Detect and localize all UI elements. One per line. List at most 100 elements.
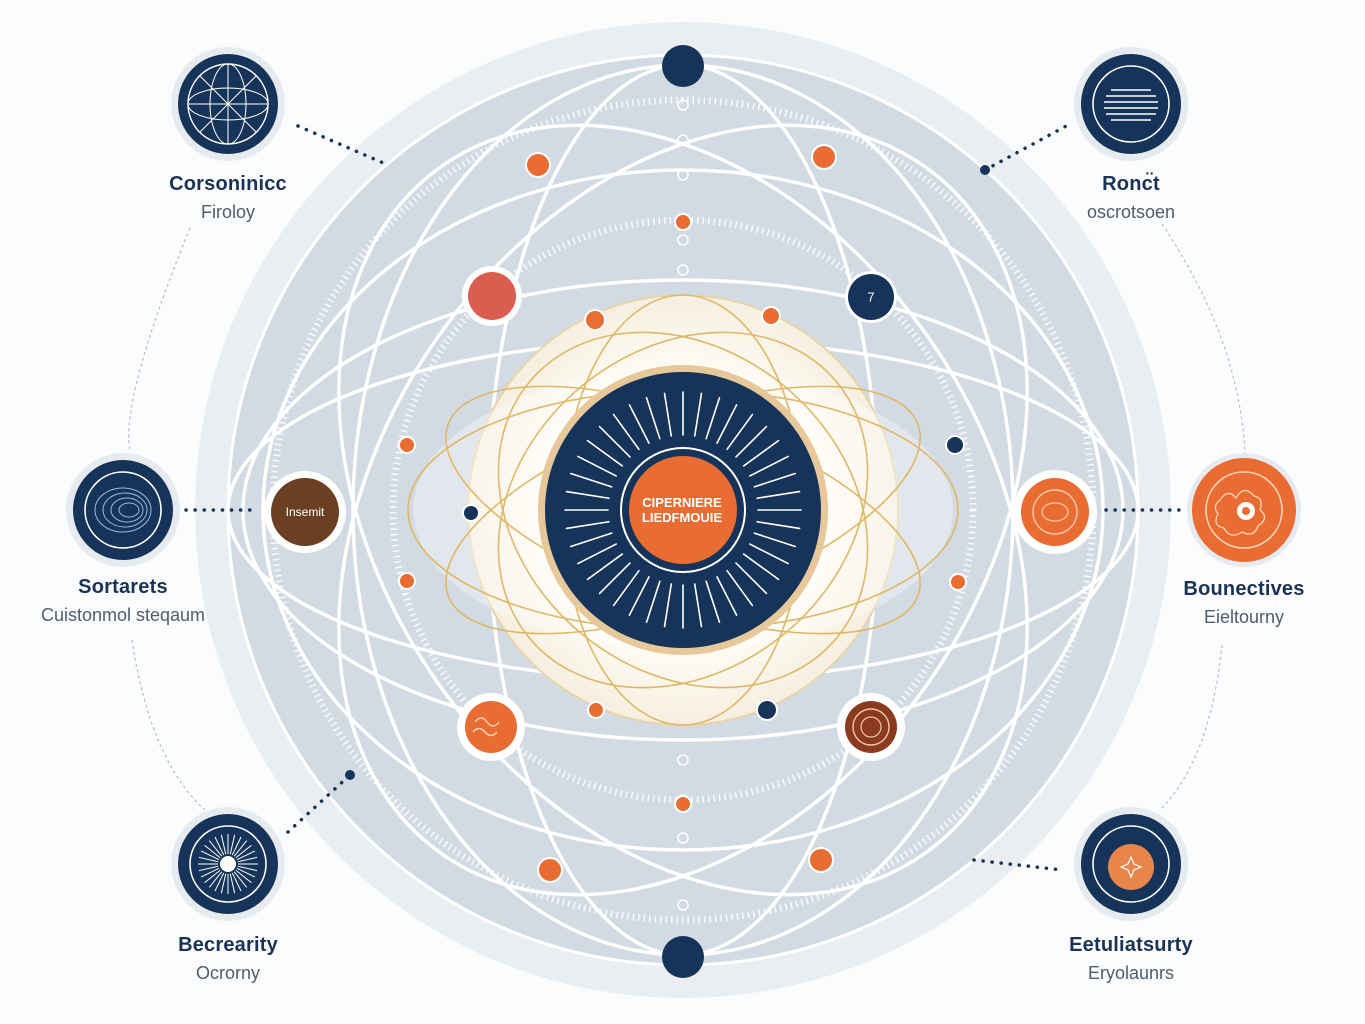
- tick-mark: [586, 439, 624, 467]
- tick-mark: [214, 872, 225, 892]
- tick-mark: [598, 562, 631, 595]
- tick-mark: [235, 844, 252, 859]
- tick-mark: [235, 869, 252, 884]
- organic-pattern-icon: [1187, 453, 1301, 567]
- tick-mark: [716, 576, 738, 616]
- dashed-ring-inner: [389, 216, 977, 804]
- tick-mark: [663, 583, 673, 628]
- tick-mark: [198, 865, 219, 872]
- tick-mark: [229, 873, 236, 894]
- tick-mark: [208, 840, 223, 857]
- tick-mark: [612, 413, 640, 451]
- tick-mark: [693, 392, 703, 437]
- tick-mark: [586, 553, 624, 581]
- pattern-node-left: [457, 693, 525, 761]
- tick-mark: [569, 472, 613, 488]
- tick-mark: [231, 836, 242, 856]
- tick-mark: [753, 472, 797, 488]
- tick-mark: [237, 865, 258, 872]
- group-title: Ronc̈t: [1102, 173, 1160, 195]
- navy-node-number: 7: [867, 289, 875, 305]
- connectors: [184, 123, 1182, 872]
- bottom-pole-node: [662, 936, 704, 978]
- tick-mark: [569, 532, 613, 548]
- tick-mark: [645, 580, 661, 624]
- tick-mark: [716, 404, 738, 444]
- tick-mark: [735, 562, 768, 595]
- tick-mark: [756, 490, 801, 500]
- group-mid-right: Bounectives Eieltourny: [1183, 578, 1304, 628]
- star-icon: [1074, 807, 1188, 921]
- wireframe-sphere-icon: [171, 47, 285, 161]
- group-title: Bounectives: [1183, 578, 1305, 600]
- tick-mark: [237, 856, 258, 863]
- pattern-node-right: [837, 693, 905, 761]
- tick-mark: [756, 520, 801, 530]
- group-subtitle: oscrotsoen: [1086, 202, 1176, 222]
- small-orange-dots: [398, 144, 967, 883]
- tick-mark: [200, 867, 220, 878]
- connector-endpoints: [345, 165, 990, 780]
- tick-mark: [565, 520, 610, 530]
- tick-mark: [236, 867, 256, 878]
- tick-mark: [229, 834, 236, 855]
- brown-node: [264, 471, 346, 553]
- tick-mark: [705, 396, 721, 440]
- tick-mark: [742, 439, 780, 467]
- tick-mark: [598, 425, 631, 458]
- tick-mark: [198, 856, 219, 863]
- center-label: CIPERNIERE LIEDFMOUIE: [642, 495, 722, 525]
- spiral-icon: [66, 453, 180, 567]
- group-subtitle: Eieltourny: [1203, 607, 1285, 627]
- tick-mark: [233, 871, 248, 888]
- group-bottom-left: Becrearity Ocrorny: [178, 934, 278, 984]
- group-subtitle: Eryolaunrs: [1087, 963, 1175, 983]
- center-hub: [538, 365, 828, 655]
- tick-mark: [645, 396, 661, 440]
- tick-mark: [208, 871, 223, 888]
- group-bottom-right: Eetuliatsurty Eryolaunrs: [1069, 934, 1193, 984]
- tick-mark: [220, 834, 227, 855]
- group-title: Sortarets: [78, 576, 168, 598]
- tick-mark: [214, 836, 225, 856]
- tick-mark: [693, 583, 703, 628]
- top-pole-node: [662, 45, 704, 87]
- center-label-line2: LIEDFMOUIE: [641, 510, 723, 525]
- tick-mark: [236, 850, 256, 861]
- tick-mark: [233, 840, 248, 857]
- group-top-right: Ronc̈t oscrotsoen: [1087, 173, 1175, 223]
- striped-sphere-icon: [1074, 47, 1188, 161]
- tick-mark: [231, 872, 242, 892]
- tick-mark: [753, 532, 797, 548]
- tick-mark: [705, 580, 721, 624]
- group-subtitle: Firoloy: [200, 202, 255, 222]
- group-subtitle: Cuistonmol steqaum: [40, 605, 206, 625]
- tick-mark: [612, 569, 640, 607]
- tick-mark: [742, 553, 780, 581]
- group-title: Corsoninicc: [169, 173, 287, 195]
- side-dashed-arcs: [128, 223, 1246, 811]
- tick-mark: [749, 455, 789, 477]
- tick-mark: [726, 569, 754, 607]
- tick-mark: [628, 576, 650, 616]
- red-node: [462, 266, 522, 326]
- tick-mark: [735, 425, 768, 458]
- tick-mark: [220, 873, 227, 894]
- tick-mark: [628, 404, 650, 444]
- group-mid-left: Sortarets Cuistonmol steqaum: [41, 576, 205, 626]
- group-top-left: Corsoninicc Firoloy: [169, 173, 287, 223]
- brown-node-label: Insemit: [285, 505, 325, 519]
- tick-mark: [565, 490, 610, 500]
- group-title: Eetuliatsurty: [1069, 934, 1193, 956]
- tick-mark: [726, 413, 754, 451]
- orange-ring-node: [1013, 470, 1097, 554]
- center-label-line1: CIPERNIERE: [642, 495, 722, 510]
- burst-icon: [171, 807, 285, 921]
- group-subtitle: Ocrorny: [195, 963, 260, 983]
- tick-mark: [577, 455, 617, 477]
- tick-mark: [200, 850, 220, 861]
- tick-mark: [663, 392, 673, 437]
- group-title: Becrearity: [178, 934, 278, 956]
- small-navy-dots: [462, 435, 965, 721]
